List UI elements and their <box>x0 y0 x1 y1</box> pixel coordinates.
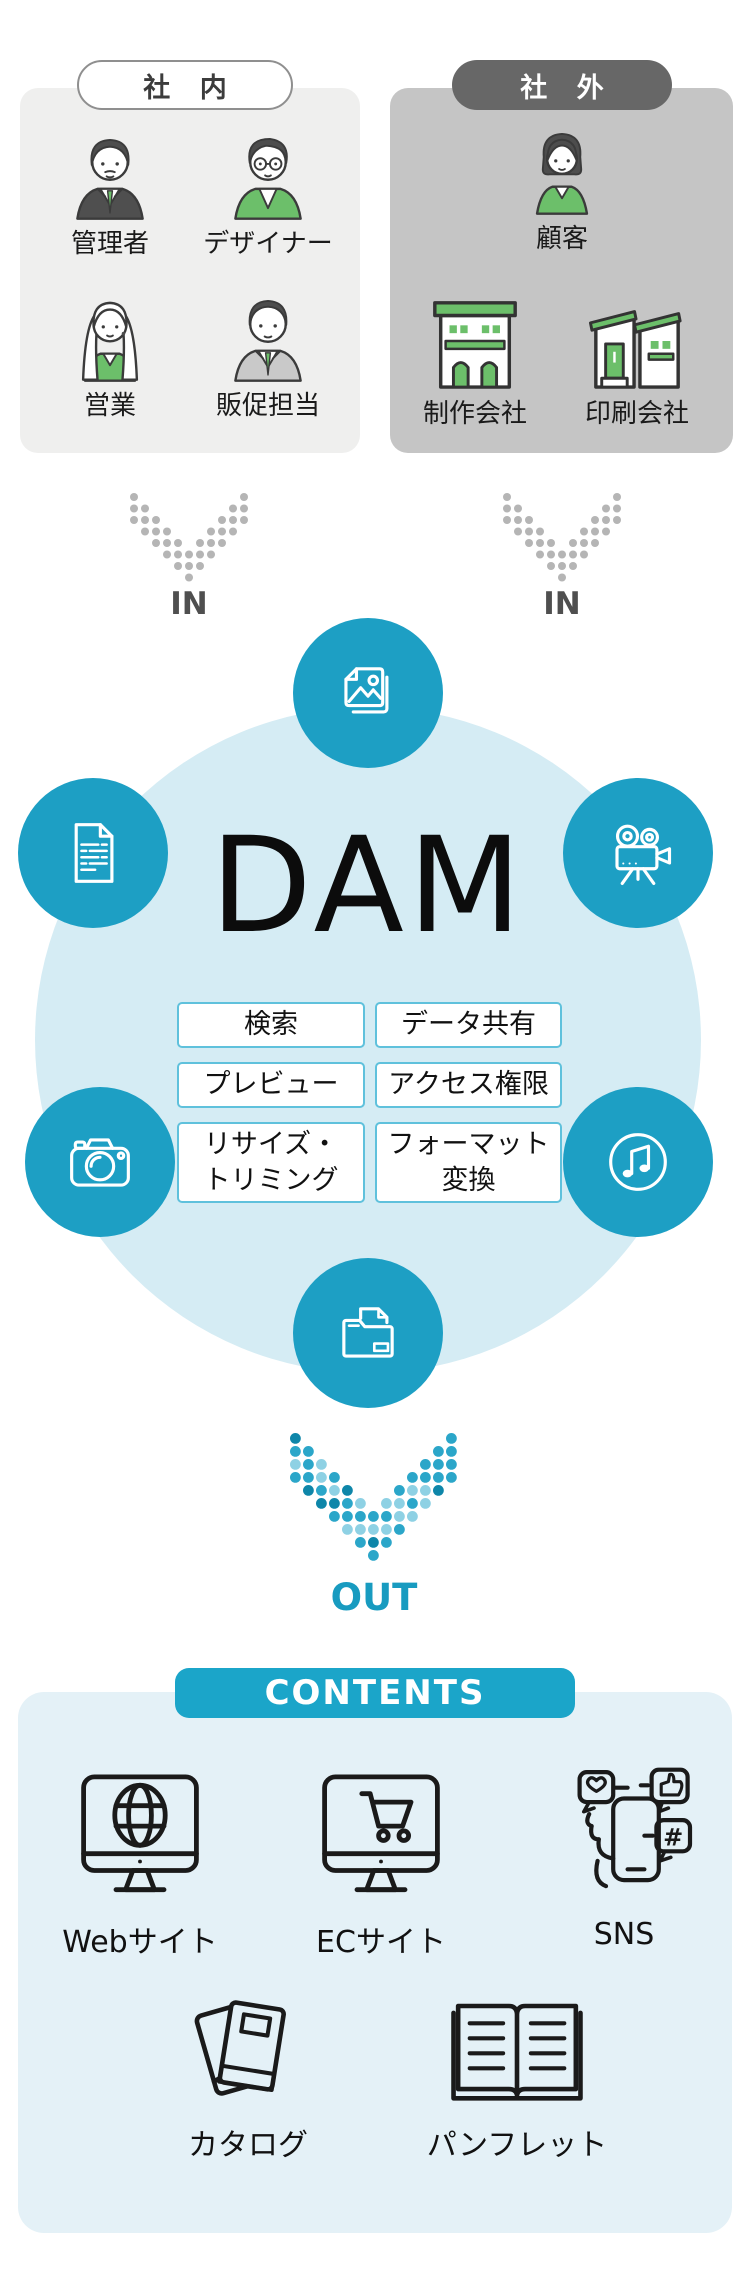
promotion-person-icon <box>234 300 302 382</box>
production-company-building-icon <box>433 301 517 389</box>
member-designer: デザイナー <box>200 128 336 260</box>
designer-person-icon <box>234 138 302 220</box>
contents-title-bar: CONTENTS <box>175 1668 575 1718</box>
images-icon <box>344 667 389 714</box>
pamphlet-open-book-icon <box>451 2003 583 2101</box>
member-label: 印刷会社 <box>584 399 689 429</box>
content-label: ECサイト <box>316 1925 446 1960</box>
content-website: Webサイト <box>50 1762 230 1961</box>
dotted-chevron <box>503 493 621 582</box>
feature-label: リサイズ・ <box>203 1129 339 1161</box>
document-icon <box>74 823 114 883</box>
feature-preview: プレビュー <box>177 1062 365 1108</box>
printing-company-building-icon <box>588 310 682 389</box>
feature-access-rights: アクセス権限 <box>375 1062 562 1108</box>
feature-resize-trimming: リサイズ・ トリミング <box>177 1122 365 1203</box>
out-arrow-dotted-chevron <box>289 1432 458 1566</box>
member-promotion: 販促担当 <box>200 290 336 422</box>
feature-label: プレビュー <box>203 1069 339 1101</box>
content-pamphlet: パンフレット <box>417 1992 617 2164</box>
asset-circle-images <box>293 618 443 768</box>
dotted-chevron <box>130 493 248 582</box>
folder-icon <box>342 1307 394 1358</box>
member-label: 制作会社 <box>422 399 527 429</box>
asset-circle-video <box>563 778 713 928</box>
member-label: 営業 <box>83 391 136 421</box>
dam-title: DAM <box>210 809 526 963</box>
svg-text:#: # <box>663 1823 683 1851</box>
member-label: 販促担当 <box>215 391 320 421</box>
content-label: カタログ <box>188 2128 308 2163</box>
catalog-books-icon <box>194 2000 286 2096</box>
in-label-right: IN <box>543 586 581 622</box>
in-arrow-right-dotted-chevron <box>502 492 622 587</box>
member-customer: 顧客 <box>497 123 627 255</box>
internal-group-title: 社 内 <box>77 60 293 110</box>
photo-camera-icon <box>70 1138 130 1187</box>
web-monitor-icon <box>81 1774 199 1893</box>
member-label: 顧客 <box>535 224 588 254</box>
feature-label: 変換 <box>441 1164 496 1196</box>
music-icon <box>609 1133 667 1191</box>
contents-label: CONTENTS <box>264 1673 486 1713</box>
member-admin: 管理者 <box>45 128 175 260</box>
member-printing-company: 印刷会社 <box>565 292 709 430</box>
feature-label: トリミング <box>203 1164 339 1196</box>
content-ec-site: ECサイト <box>291 1762 471 1961</box>
manager-person-icon <box>76 138 144 220</box>
dotted-chevron <box>290 1433 457 1561</box>
internal-label: 社 内 <box>143 72 237 104</box>
asset-circle-music <box>563 1087 713 1237</box>
feature-label: 検索 <box>244 1009 298 1041</box>
feature-label: フォーマット <box>387 1129 550 1161</box>
feature-search: 検索 <box>177 1002 365 1048</box>
feature-label: データ共有 <box>401 1009 536 1041</box>
in-label-left: IN <box>170 586 208 622</box>
member-label: 管理者 <box>70 229 149 259</box>
video-camera-icon <box>615 824 672 886</box>
member-sales: 営業 <box>45 290 175 422</box>
feature-data-share: データ共有 <box>375 1002 562 1048</box>
content-catalog: カタログ <box>148 1992 348 2164</box>
member-production-company: 制作会社 <box>403 292 547 430</box>
asset-circle-photo <box>25 1087 175 1237</box>
out-label: OUT <box>330 1576 418 1619</box>
in-arrow-left-dotted-chevron <box>129 492 249 587</box>
asset-circle-document <box>18 778 168 928</box>
sales-person-icon <box>81 301 139 382</box>
asset-circle-folder <box>293 1258 443 1408</box>
external-label: 社 外 <box>520 72 614 104</box>
external-group-title: 社 外 <box>452 60 672 110</box>
feature-label: アクセス権限 <box>388 1069 549 1101</box>
internal-group-box <box>20 88 360 453</box>
content-sns: # SNS <box>534 1762 714 1952</box>
member-label: デザイナー <box>203 229 333 259</box>
feature-format-conversion: フォーマット 変換 <box>375 1122 562 1203</box>
sns-phone-icon: # <box>577 1767 693 1889</box>
content-label: パンフレット <box>426 2128 608 2163</box>
customer-person-icon <box>535 132 589 215</box>
ec-cart-monitor-icon <box>322 1774 440 1893</box>
content-label: Webサイト <box>62 1925 218 1960</box>
content-label: SNS <box>593 1917 655 1952</box>
